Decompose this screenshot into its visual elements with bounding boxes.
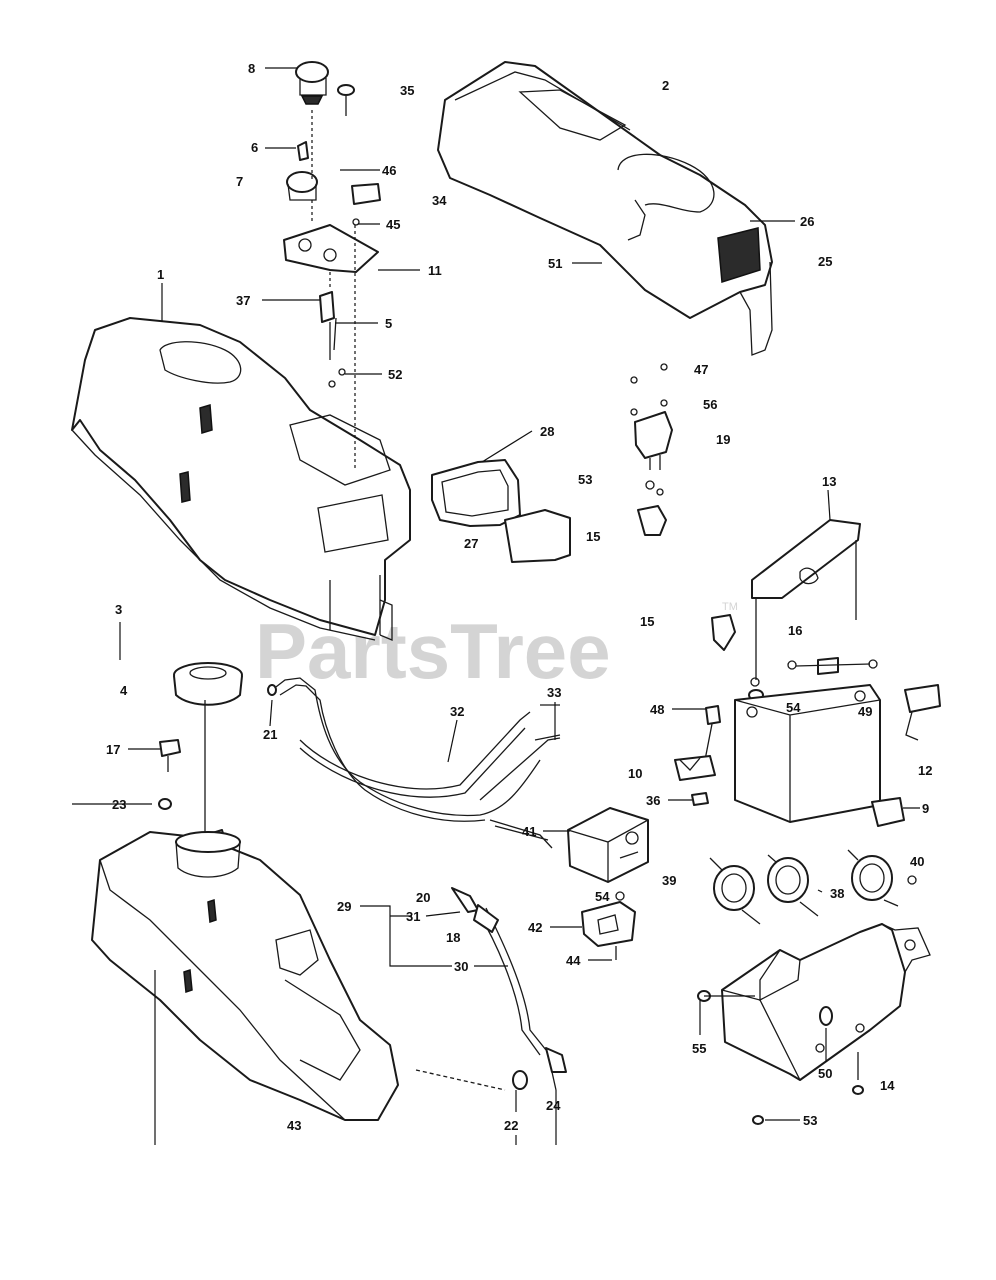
callout-7: 7: [236, 174, 243, 189]
callout-37: 37: [236, 293, 250, 308]
part-hood-cover: [437, 61, 773, 356]
callout-26: 26: [800, 214, 814, 229]
callout-25: 25: [818, 254, 832, 269]
callout-47: 47: [694, 362, 708, 377]
callout-41: 41: [522, 824, 536, 839]
part-switch-bracket: [581, 891, 636, 960]
callout-24: 24: [546, 1098, 561, 1113]
callout-44: 44: [566, 953, 581, 968]
leader-lines: [72, 67, 920, 1145]
callout-16: 16: [788, 623, 802, 638]
watermark-tm: TM: [722, 601, 738, 613]
callout-20: 20: [416, 890, 430, 905]
callout-48: 48: [650, 702, 664, 717]
callout-1: 1: [157, 267, 164, 282]
part-fuel-tank: [91, 831, 399, 1121]
callout-17: 17: [106, 742, 120, 757]
part-battery-bracket: [751, 519, 861, 680]
watermark: PartsTree: [255, 607, 611, 695]
callouts: 8 35 2 6 7 46 34 45 26 25 51 11 1 37 5 5…: [106, 61, 932, 1133]
callout-29: 29: [337, 899, 351, 914]
callout-10: 10: [628, 766, 642, 781]
part-fuel-lines: [267, 677, 561, 849]
callout-40: 40: [910, 854, 924, 869]
callout-22: 22: [504, 1118, 518, 1133]
callout-3: 3: [115, 602, 122, 617]
callout-8: 8: [248, 61, 255, 76]
callout-46: 46: [382, 163, 396, 178]
part-plug-9: [871, 797, 905, 827]
callout-19: 19: [716, 432, 730, 447]
callout-56: 56: [703, 397, 717, 412]
callout-38: 38: [830, 886, 844, 901]
callout-36: 36: [646, 793, 660, 808]
callout-15a: 15: [586, 529, 600, 544]
callout-14: 14: [880, 1078, 895, 1093]
callout-53a: 53: [578, 472, 592, 487]
callout-21: 21: [263, 727, 277, 742]
callout-52: 52: [388, 367, 402, 382]
part-relay: [674, 755, 716, 806]
callout-5: 5: [385, 316, 392, 331]
part-battery-tray: [697, 923, 931, 1125]
callout-15b: 15: [640, 614, 654, 629]
callout-6: 6: [251, 140, 258, 155]
callout-11: 11: [428, 263, 442, 278]
callout-23: 23: [112, 797, 126, 812]
part-terminal-12: [904, 684, 941, 741]
callout-49: 49: [858, 704, 872, 719]
callout-43: 43: [287, 1118, 301, 1133]
part-bezel: [431, 459, 571, 563]
callout-39: 39: [662, 873, 676, 888]
part-coils: [709, 849, 917, 925]
callout-54b: 54: [595, 889, 610, 904]
callout-51: 51: [548, 256, 562, 271]
callout-32: 32: [450, 704, 464, 719]
callout-53b: 53: [803, 1113, 817, 1128]
callout-31: 31: [406, 909, 420, 924]
part-switch-assembly: [630, 363, 673, 536]
callout-4: 4: [120, 683, 128, 698]
callout-28: 28: [540, 424, 554, 439]
part-ignition-assembly: [283, 61, 381, 470]
part-fuel-line-filter: [415, 887, 567, 1091]
callout-2: 2: [662, 78, 669, 93]
callout-54a: 54: [786, 700, 801, 715]
callout-45: 45: [386, 217, 400, 232]
callout-12: 12: [918, 763, 932, 778]
callout-42: 42: [528, 920, 542, 935]
callout-13: 13: [822, 474, 836, 489]
callout-50: 50: [818, 1066, 832, 1081]
callout-9: 9: [922, 801, 929, 816]
part-fuel-pump: [567, 807, 649, 883]
callout-18: 18: [446, 930, 460, 945]
callout-34: 34: [432, 193, 447, 208]
callout-35: 35: [400, 83, 414, 98]
callout-33: 33: [547, 685, 561, 700]
part-front-console: [71, 317, 411, 641]
callout-30: 30: [454, 959, 468, 974]
callout-27: 27: [464, 536, 478, 551]
callout-55: 55: [692, 1041, 706, 1056]
